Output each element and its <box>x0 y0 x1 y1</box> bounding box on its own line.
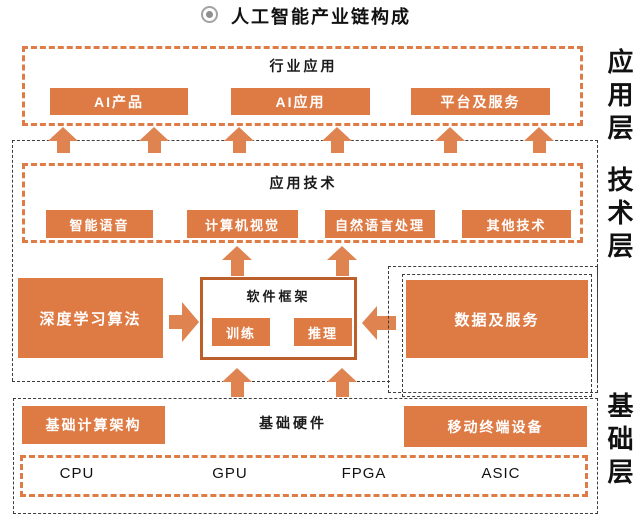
data-services-outer-frame <box>388 266 598 393</box>
up-arrow <box>524 127 554 153</box>
up-arrow <box>322 127 352 153</box>
up-arrow <box>48 127 78 153</box>
foundation-layer-frame <box>13 398 598 514</box>
diagram-title: 人工智能产业链构成 <box>231 7 411 27</box>
software-framework-title: 软件框架 <box>246 289 311 304</box>
training-box: 训练 <box>212 318 270 346</box>
chip-gpu: GPU <box>212 465 248 482</box>
chip-frame <box>20 455 588 497</box>
ai-application-box: AI应用 <box>231 88 370 115</box>
industry-apps-title: 行业应用 <box>269 58 338 74</box>
deep-learning-box: 深度学习算法 <box>18 278 163 358</box>
up-arrow <box>139 127 169 153</box>
right-arrow <box>169 302 199 342</box>
platform-services-box: 平台及服务 <box>411 88 550 115</box>
technology-layer-frame <box>12 140 598 381</box>
up-arrow <box>221 246 253 276</box>
application-tech-frame <box>22 163 583 243</box>
chip-asic: ASIC <box>481 465 521 482</box>
layer-label-technology: 技术层 <box>604 166 634 265</box>
layer-label-foundation: 基础层 <box>604 392 634 491</box>
title-bullet-dot-icon <box>206 11 213 18</box>
nlp-box: 自然语言处理 <box>325 210 435 238</box>
basic-computing-box: 基础计算架构 <box>22 406 165 444</box>
computer-vision-box: 计算机视觉 <box>187 210 298 238</box>
application-tech-title: 应用技术 <box>269 175 338 191</box>
chip-fpga: FPGA <box>341 465 387 482</box>
up-arrow <box>221 368 253 397</box>
application-layer-frame <box>22 46 583 126</box>
layer-label-application: 应用层 <box>604 48 634 147</box>
up-arrow <box>224 127 254 153</box>
up-arrow <box>326 246 358 276</box>
other-tech-box: 其他技术 <box>462 210 571 238</box>
up-arrow <box>326 368 358 397</box>
intelligent-speech-box: 智能语音 <box>46 210 153 238</box>
inference-box: 推理 <box>294 318 352 346</box>
ai-product-box: AI产品 <box>50 88 188 115</box>
data-services-inner-frame <box>402 274 592 397</box>
data-services-box: 数据及服务 <box>406 280 588 358</box>
mobile-terminal-box: 移动终端设备 <box>404 406 587 447</box>
basic-hardware-title: 基础硬件 <box>259 415 327 431</box>
chip-cpu: CPU <box>59 465 95 482</box>
title-bullet-icon <box>201 6 218 23</box>
technology-layer-bottom-edge <box>12 381 390 382</box>
up-arrow <box>435 127 465 153</box>
